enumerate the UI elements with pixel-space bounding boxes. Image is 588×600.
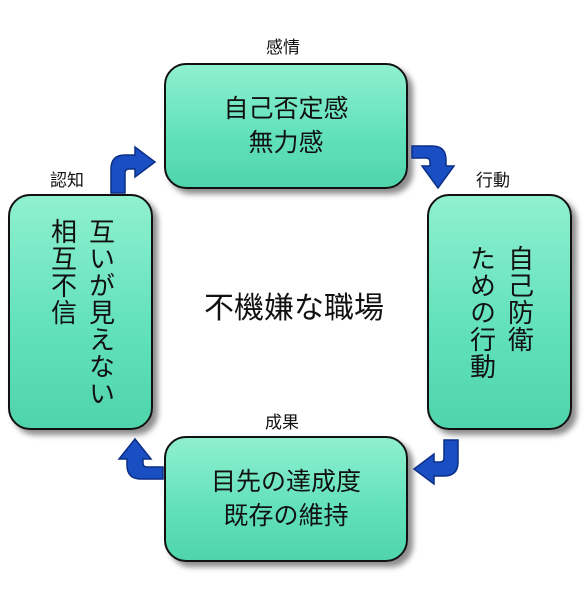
label-result: 成果 [265,413,299,433]
node-result: 目先の達成度 既存の維持 [164,436,408,562]
node-cognition: 互いが見えない 相互不信 [8,194,153,430]
label-cognition: 認知 [50,171,84,191]
node-emotion-line2: 無力感 [248,128,324,157]
node-action-line1: 自己防衛 [503,244,534,353]
node-cognition-line2: 相互不信 [46,217,77,326]
arrow-bottom-left-icon [117,437,164,480]
node-emotion: 自己否定感 無力感 [164,63,408,189]
label-emotion: 感情 [266,38,300,58]
arrow-top-right-icon [411,145,456,190]
node-action-line2: ための行動 [465,244,496,380]
label-action: 行動 [476,171,510,191]
arrow-left-top-icon [110,145,157,194]
node-cognition-line1: 互いが見えない [84,217,115,407]
center-title: 不機嫌な職場 [204,291,384,326]
arrow-right-bottom-icon [412,439,459,486]
node-emotion-line1: 自己否定感 [223,94,349,123]
node-result-line1: 目先の達成度 [210,467,361,496]
node-action: 自己防衛 ための行動 [427,194,572,430]
node-result-line2: 既存の維持 [223,501,349,530]
